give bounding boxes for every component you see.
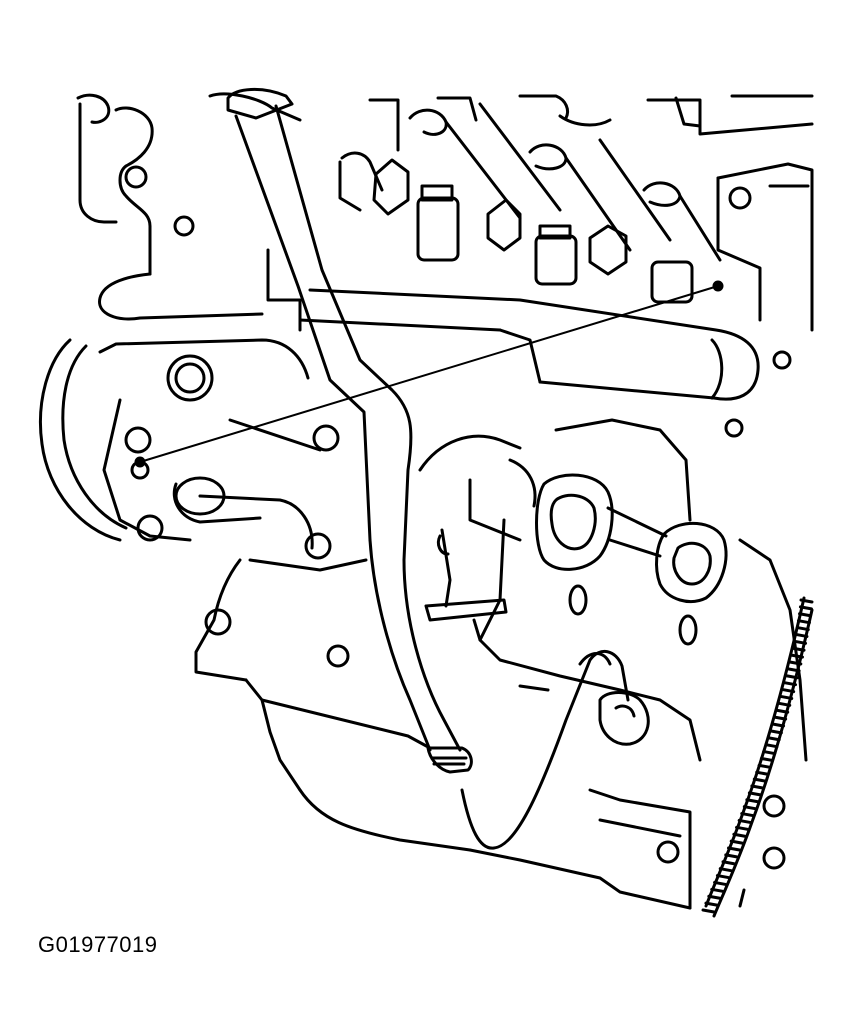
- flywheel-ring-teeth: [703, 600, 812, 912]
- gear-tooth: [761, 758, 772, 760]
- gear-tooth: [712, 889, 723, 891]
- gear-tooth: [720, 869, 731, 871]
- gear-tooth: [779, 703, 790, 705]
- gear-tooth: [739, 820, 750, 822]
- spark-plug-boots: [340, 98, 720, 260]
- gear-tooth: [715, 882, 726, 884]
- gear-tooth: [703, 910, 714, 912]
- gear-tooth: [788, 669, 799, 671]
- gear-tooth: [781, 696, 792, 698]
- gear-tooth: [796, 634, 807, 636]
- gear-tooth: [706, 903, 717, 905]
- gear-tooth: [731, 841, 742, 843]
- gear-tooth: [791, 655, 802, 657]
- water-pump-pulley: [40, 250, 366, 570]
- coolant-crossover-tube: [300, 290, 790, 436]
- gear-tooth: [790, 662, 801, 664]
- gear-tooth: [752, 786, 763, 788]
- gear-tooth: [717, 876, 728, 878]
- gear-tooth: [744, 807, 755, 809]
- gear-tooth: [786, 676, 797, 678]
- gear-tooth: [759, 765, 770, 767]
- dipstick-tube-lower: [370, 540, 471, 772]
- gear-tooth: [749, 793, 760, 795]
- gear-tooth: [764, 752, 775, 754]
- callout-line: [136, 282, 722, 466]
- gear-tooth: [728, 848, 739, 850]
- gear-tooth: [777, 710, 788, 712]
- gear-tooth: [726, 855, 737, 857]
- gear-tooth: [754, 779, 765, 781]
- gear-tooth: [773, 724, 784, 726]
- gear-tooth: [800, 614, 811, 616]
- gear-tooth: [775, 717, 786, 719]
- exhaust-ports: [438, 475, 726, 644]
- engine-block: [196, 420, 806, 908]
- gear-tooth: [800, 607, 811, 609]
- gear-tooth: [770, 731, 781, 733]
- gear-tooth: [795, 641, 806, 643]
- gear-tooth: [798, 621, 809, 623]
- gear-tooth: [757, 772, 768, 774]
- gear-tooth: [797, 628, 808, 630]
- gear-tooth: [783, 690, 794, 692]
- gear-tooth: [747, 800, 758, 802]
- gear-tooth: [793, 648, 804, 650]
- gear-tooth: [785, 683, 796, 685]
- gear-tooth: [801, 600, 812, 602]
- gear-tooth: [709, 896, 720, 898]
- figure-code-label: G01977019: [38, 932, 158, 957]
- gear-tooth: [766, 745, 777, 747]
- gear-tooth: [742, 814, 753, 816]
- gear-tooth: [723, 862, 734, 864]
- dipstick-tube-upper: [228, 89, 411, 560]
- ignition-coils: [374, 160, 692, 302]
- oil-dipstick: [426, 530, 648, 848]
- cylinder-head: [78, 94, 812, 330]
- gear-tooth: [734, 834, 745, 836]
- gear-tooth: [768, 738, 779, 740]
- gear-tooth: [737, 827, 748, 829]
